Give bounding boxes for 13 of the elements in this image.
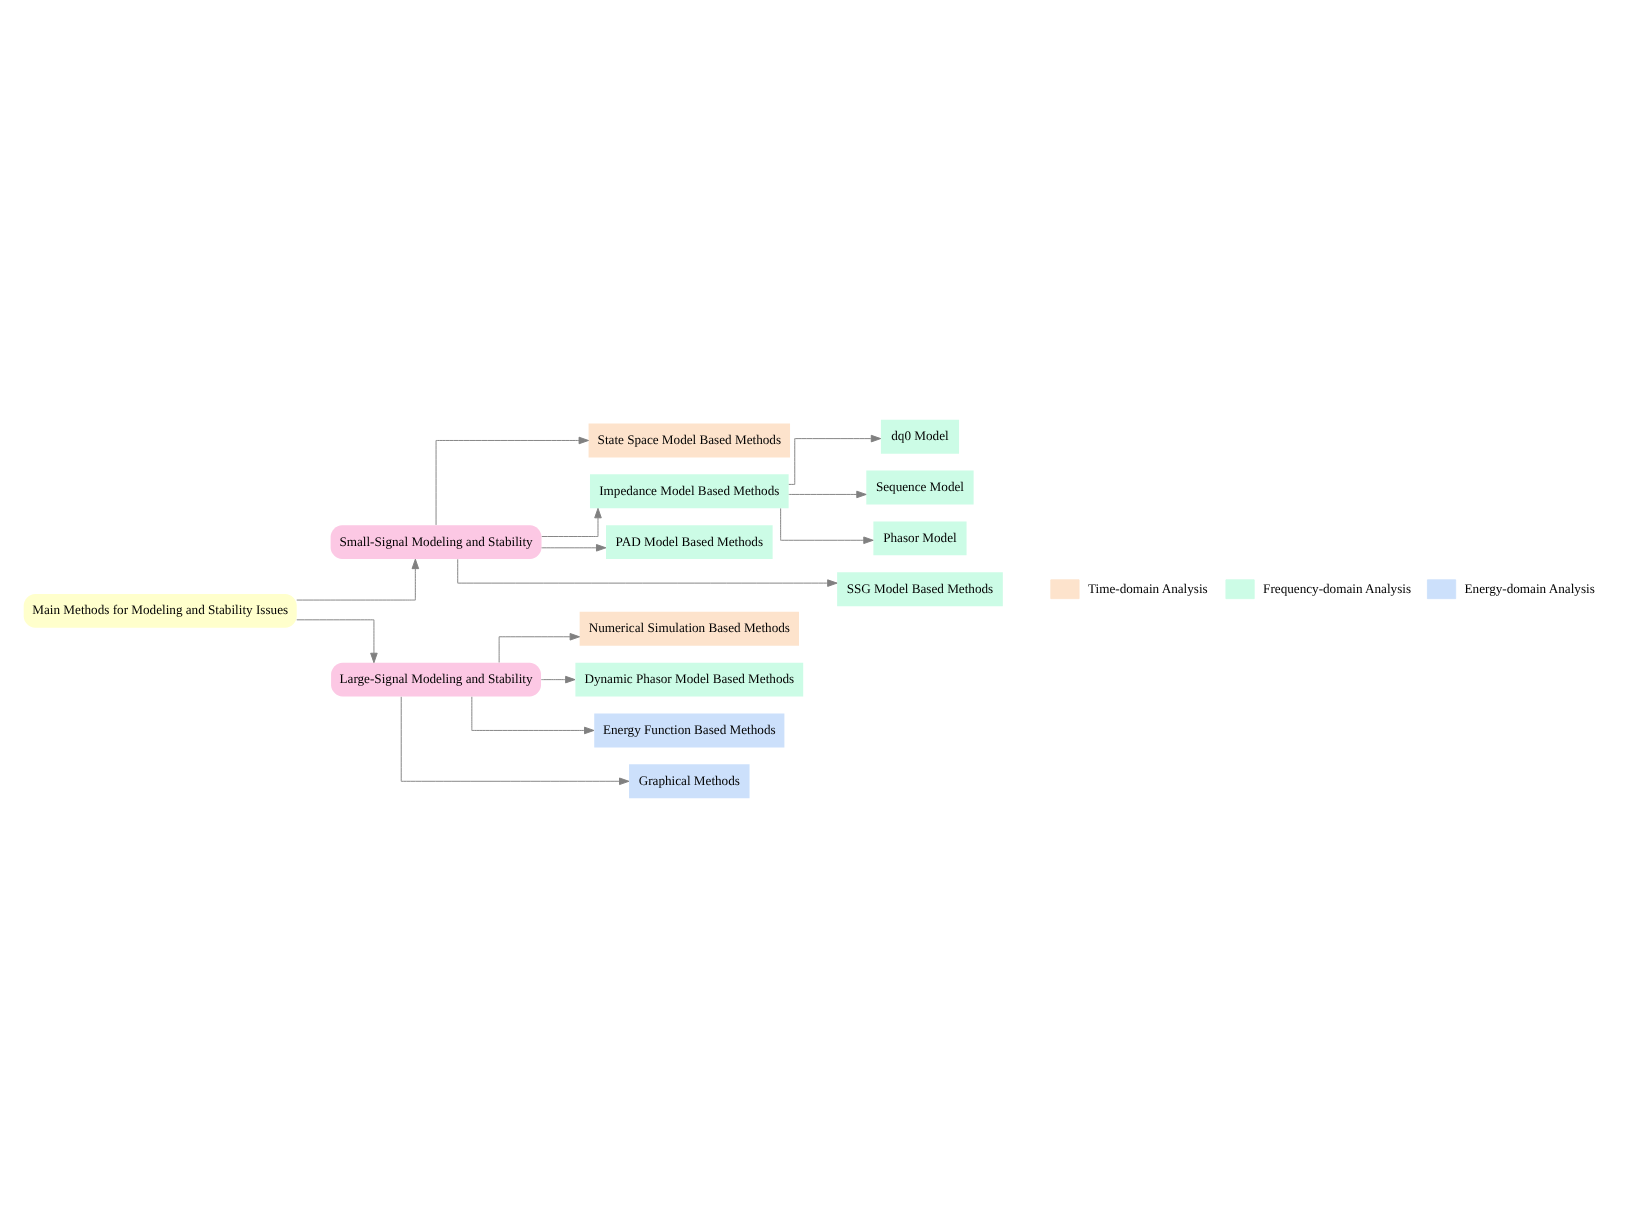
arrow [296, 558, 420, 601]
arrow [296, 619, 378, 664]
arrow [435, 436, 589, 526]
arrow [780, 507, 874, 545]
arrow [400, 696, 630, 786]
arrow [457, 558, 838, 587]
arrow [541, 544, 607, 552]
arrow [788, 490, 867, 499]
arrow [788, 434, 882, 485]
arrow [498, 633, 580, 663]
arrow [540, 675, 576, 684]
arrow [541, 507, 602, 537]
arrow [471, 696, 595, 735]
